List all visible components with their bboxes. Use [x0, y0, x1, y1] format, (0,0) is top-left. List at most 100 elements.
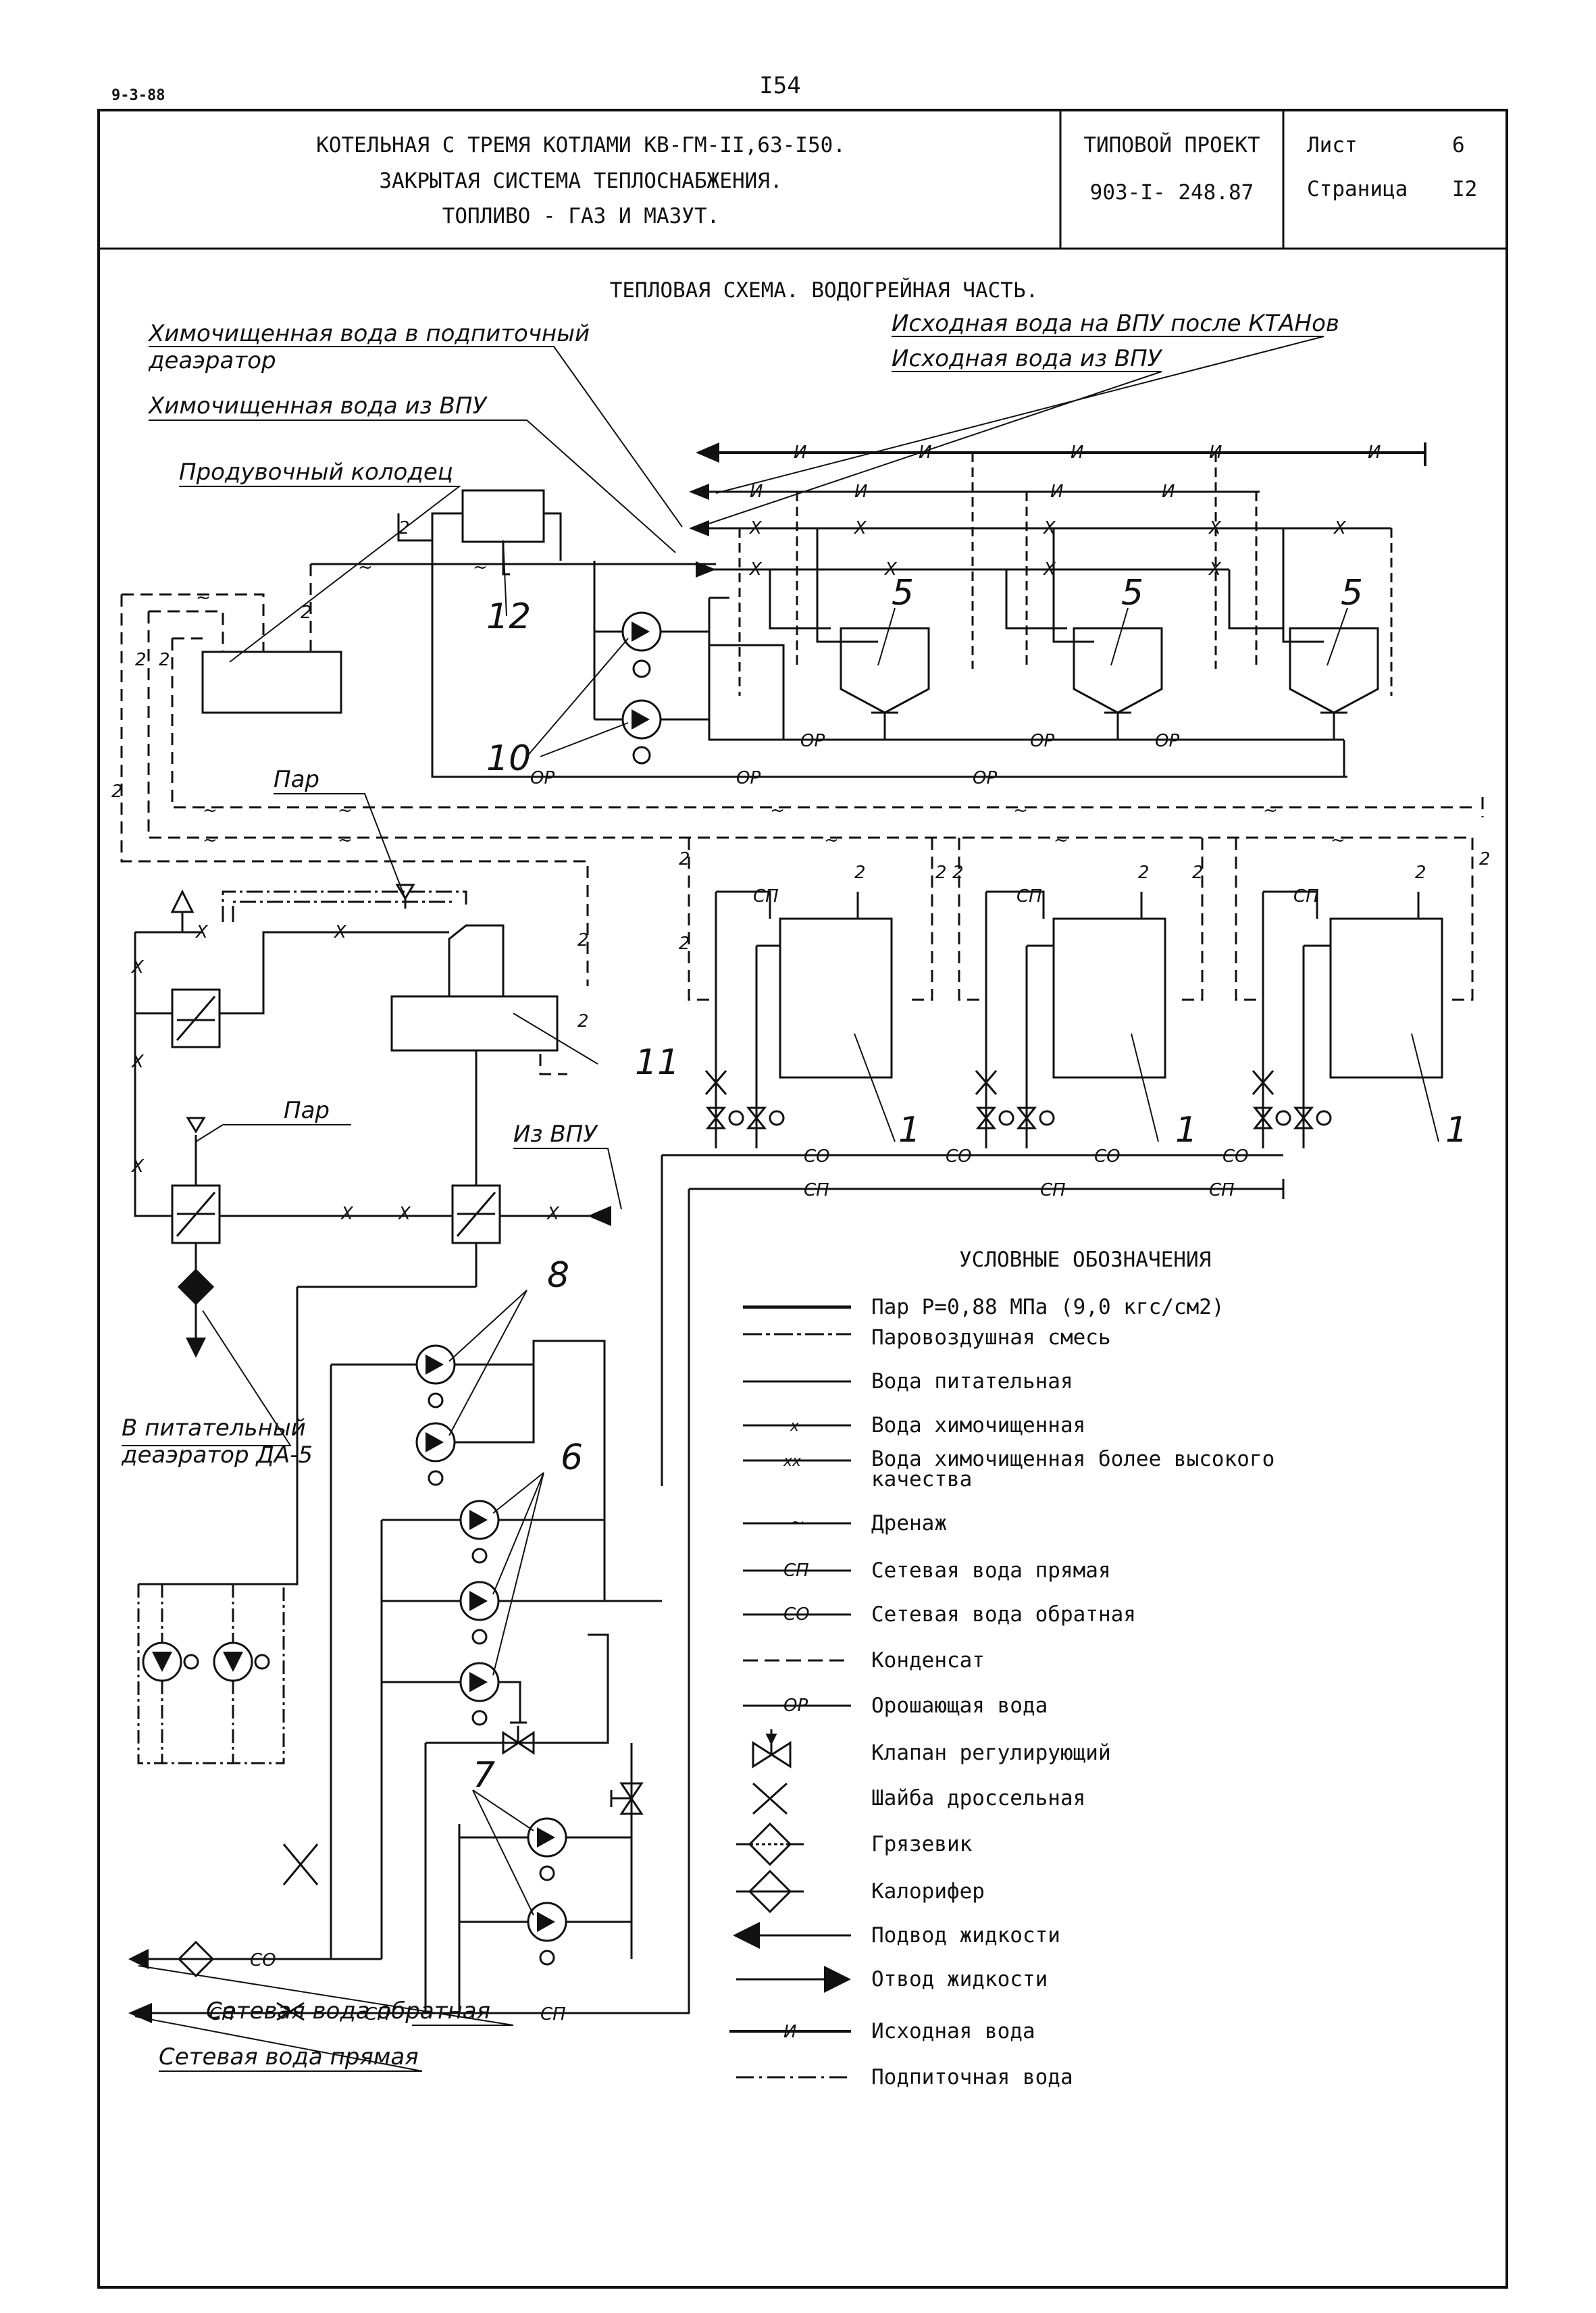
ktan-unit-1 [840, 627, 930, 740]
spray-mark: ОР [1030, 731, 1054, 751]
label-1-a: 1 [898, 1110, 921, 1150]
drain-num: 2 [301, 603, 312, 623]
pump-6-c [459, 1662, 500, 1726]
chem-mark: Х [1333, 518, 1347, 538]
callout-feed-deaerator-2: деаэратор ДА-5 [121, 1442, 313, 1469]
legend-item: Подпиточная вода [871, 2065, 1073, 2089]
drain-num: 2 [1192, 863, 1204, 883]
title-line-3: ТОПЛИВО - ГАЗ И МАЗУТ. [442, 204, 720, 228]
drain-mark: ~ [196, 588, 211, 608]
legend-item: Шайба дроссельная [871, 1786, 1085, 1810]
spray-mark: ОР [800, 731, 825, 751]
callout-return-water: Сетевая вода обратная [206, 1998, 490, 2025]
pump-8-a [415, 1344, 456, 1408]
steam-inlet-1 [395, 884, 415, 900]
supply-mark: СП [1293, 886, 1319, 907]
source-water-header-1 [709, 442, 1426, 466]
boiler-3 [1262, 890, 1443, 1148]
mud-trap [177, 1268, 215, 1358]
chem-mark: Х [546, 1204, 560, 1224]
makeup-pump-b [213, 1642, 270, 1682]
leader-lines [122, 336, 1439, 2072]
drain-mark: ~ [203, 800, 217, 821]
legend-item: Вода химочищенная [871, 1413, 1085, 1438]
heat-exchanger-lower-left [171, 1117, 453, 1270]
legend-mark: ОР [783, 1696, 808, 1716]
drain-mark: ~ [338, 800, 353, 821]
legend-mark: ~ [790, 1513, 805, 1533]
title-block [99, 110, 1507, 250]
drain-num: 2 [577, 1011, 589, 1032]
callout-from-vpu: Из ВПУ [513, 1121, 598, 1148]
legend-title: УСЛОВНЫЕ ОБОЗНАЧЕНИЯ [959, 1248, 1211, 1272]
drawing-title: ТЕПЛОВАЯ СХЕМА. ВОДОГРЕЙНАЯ ЧАСТЬ. [610, 278, 1039, 303]
legend-item: Клапан регулирующий [871, 1741, 1111, 1765]
chem-mark: Х [748, 518, 763, 538]
chem-mark: Х [1208, 518, 1222, 538]
page-value: I2 [1452, 177, 1477, 201]
return-water-header [661, 1154, 1283, 1486]
source-mark: И [1162, 482, 1175, 502]
makeup-lines [137, 1584, 285, 1764]
drain-mark: ~ [358, 557, 373, 578]
supply-mark: СП [753, 886, 779, 907]
deaerator-11 [390, 924, 559, 1052]
pump-6-a [459, 1500, 500, 1564]
pump-7-a [527, 1817, 567, 1881]
legend-item: Пар Р=0,88 МПа (9,0 кгс/см2) [871, 1295, 1225, 1319]
supply-mark: СП [209, 2004, 235, 2025]
sheet-value: 6 [1452, 133, 1465, 157]
pump-10-b [594, 699, 709, 765]
pump-6-lines [380, 1519, 662, 1986]
ktan-unit-3 [1289, 627, 1379, 740]
drain-num: 2 [854, 863, 866, 883]
drain-num: 2 [577, 930, 589, 950]
project-label: ТИПОВОЙ ПРОЕКТ [1083, 133, 1260, 157]
drain-num: 2 [135, 650, 147, 670]
drain-num: 2 [159, 650, 170, 670]
legend-item: Вода химочищенная более высокого [871, 1447, 1275, 1471]
label-5-b: 5 [1121, 573, 1143, 613]
return-mark: СО [804, 1146, 830, 1167]
drain-num: 2 [111, 782, 123, 802]
pump-8-lines [138, 1286, 606, 1959]
title-line-1: КОТЕЛЬНАЯ С ТРЕМЯ КОТЛАМИ КВ-ГМ-II,63-I5… [316, 133, 846, 157]
spray-mark: ОР [1155, 731, 1179, 751]
drain-mark: ~ [824, 830, 839, 850]
source-mark: И [919, 442, 931, 463]
chem-mark: Х [130, 957, 145, 977]
arrow-in-1 [696, 442, 719, 463]
throttle-washer-bottom [276, 1844, 319, 2021]
label-11: 11 [635, 1042, 679, 1083]
source-mark: И [750, 482, 763, 502]
callout-feed-deaerator-1: В питательный [122, 1415, 306, 1442]
arrow-out-4 [696, 561, 716, 578]
legend-mark: хх [783, 1453, 802, 1470]
bottom-return-line [145, 1946, 382, 1960]
return-mark: СО [1222, 1146, 1249, 1167]
legend-item: Конденсат [871, 1648, 985, 1673]
control-valve-6 [502, 1721, 535, 1755]
project-number: 903-I- 248.87 [1090, 180, 1254, 205]
legend-item: качества [871, 1467, 972, 1492]
drain-lines [120, 564, 1484, 1075]
supply-water-header [688, 1179, 1285, 1608]
drain-num: 2 [952, 863, 964, 883]
supply-mark: СП [365, 2004, 390, 2025]
drain-num: 2 [1415, 863, 1426, 883]
legend-item: Калорифер [871, 1879, 985, 1904]
supply-mark: СП [540, 2004, 566, 2025]
spray-mark: ОР [736, 768, 761, 788]
chem-mark: Х [1042, 559, 1056, 580]
boiler-2 [985, 890, 1166, 1148]
line-marks: И И И И И И И И И Х Х Х Х Х Х Х Х Х Х Х … [111, 442, 1491, 2025]
label-8: 8 [547, 1255, 569, 1296]
from-vpu-arrow [588, 1206, 611, 1226]
supply-mark: СП [1016, 886, 1042, 907]
callout-chem-vpu: Химочищенная вода из ВПУ [147, 392, 488, 420]
page-label: Страница [1307, 177, 1408, 201]
legend-mark: х [790, 1418, 800, 1435]
label-10: 10 [486, 738, 531, 779]
chem-mark: Х [333, 922, 347, 942]
legend-item: Отвод жидкости [871, 1967, 1048, 1991]
